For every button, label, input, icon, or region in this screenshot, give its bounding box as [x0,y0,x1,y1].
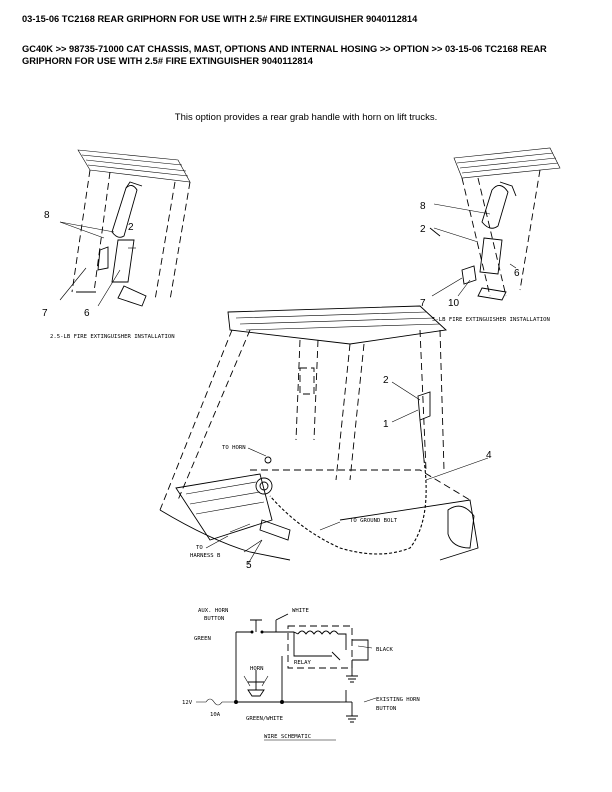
breadcrumb: GC40K >> 98735-71000 CAT CHASSIS, MAST, … [22,44,547,66]
main-callout-4: 4 [486,450,492,461]
left-callout-6: 6 [84,308,90,319]
main-callout-5: 5 [246,560,252,571]
schem-green: GREEN [194,636,211,642]
schem-aux-horn: AUX. HORN [198,608,228,614]
schem-horn: HORN [250,666,263,672]
document-title: 03-15-06 TC2168 REAR GRIPHORN FOR USE WI… [22,14,418,24]
right-detail-drawing [429,147,561,301]
main-truck-view [159,305,489,565]
right-callout-6: 6 [514,268,520,279]
left-callout-8: 8 [44,210,50,221]
label-to-horn: TO HORN [222,445,246,451]
right-callout-8: 8 [420,201,426,212]
schem-title: WIRE SCHEMATIC [264,734,311,740]
schem-existing-button: BUTTON [376,706,396,712]
schem-existing-horn: EXISTING HORN [376,697,420,703]
left-callout-2: 2 [128,222,134,233]
label-to-harness: TO [196,545,203,551]
right-callout-7: 7 [420,298,426,309]
label-to-ground-bolt: TO GROUND BOLT [350,518,398,524]
figure-caption: This option provides a rear grab handle … [174,112,438,123]
left-callout-7: 7 [42,308,48,319]
schem-green-white: GREEN/WHITE [246,716,284,722]
main-callout-1: 1 [383,419,389,430]
right-callout-2: 2 [420,224,426,235]
right-detail-title: 5-LB FIRE EXTINGUISHER INSTALLATION [432,317,550,323]
label-harness-b: HARNESS B [190,553,221,559]
main-callout-2: 2 [383,375,389,386]
schem-aux-button: BUTTON [204,616,224,622]
left-detail-drawing [59,149,191,307]
schem-relay: RELAY [294,660,311,666]
schem-white: WHITE [292,608,309,614]
schem-12v: 12V [182,700,193,706]
schem-black: BLACK [376,647,393,653]
right-callout-10: 10 [448,298,460,309]
left-detail-title: 2.5-LB FIRE EXTINGUISHER INSTALLATION [50,334,175,340]
wire-schematic [196,613,377,741]
schem-10a: 10A [210,712,221,718]
